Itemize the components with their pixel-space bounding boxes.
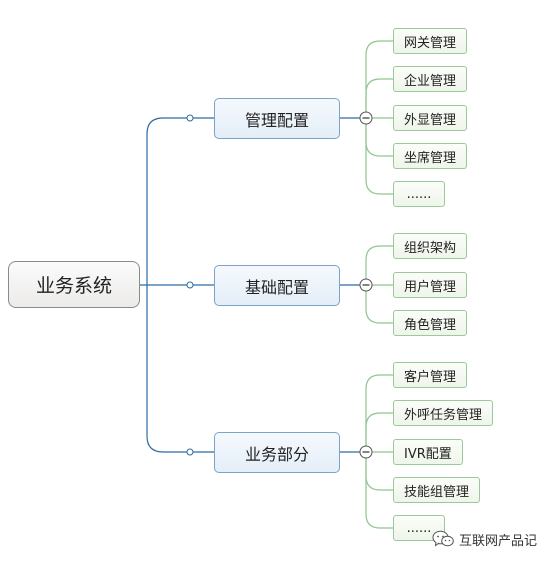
wechat-icon	[432, 530, 454, 547]
branch-node-management-config[interactable]: 管理配置	[214, 98, 340, 139]
leaf-node-more[interactable]: ......	[393, 181, 445, 207]
leaf-node[interactable]: 技能组管理	[393, 477, 481, 503]
collapse-button-3[interactable]	[359, 445, 373, 459]
leaf-node[interactable]: 组织架构	[393, 233, 468, 259]
leaf-node[interactable]: 角色管理	[393, 310, 468, 336]
collapse-button-2[interactable]	[359, 278, 373, 292]
leaf-node[interactable]: 客户管理	[393, 362, 468, 388]
leaf-node[interactable]: 企业管理	[393, 66, 468, 92]
leaf-node[interactable]: 外呼任务管理	[393, 400, 494, 426]
branch-node-business-part[interactable]: 业务部分	[214, 432, 340, 473]
root-node[interactable]: 业务系统	[8, 261, 140, 308]
leaf-node[interactable]: IVR配置	[393, 439, 463, 465]
leaf-node[interactable]: 坐席管理	[393, 143, 468, 169]
collapse-button-1[interactable]	[359, 111, 373, 125]
leaf-node[interactable]: 用户管理	[393, 272, 468, 298]
leaf-node[interactable]: 外显管理	[393, 105, 468, 131]
watermark-text: 互联网产品记	[459, 533, 538, 549]
watermark: 互联网产品记	[432, 528, 537, 550]
branch-node-basic-config[interactable]: 基础配置	[214, 265, 340, 306]
leaf-node[interactable]: 网关管理	[393, 28, 468, 54]
